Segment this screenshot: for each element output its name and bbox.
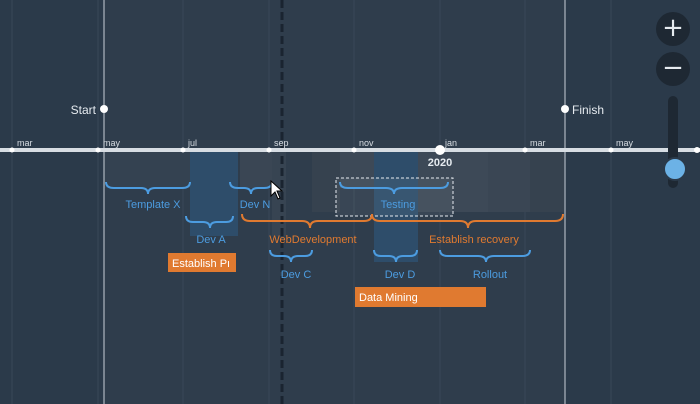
- orange-group-webdevelopment[interactable]: WebDevelopment: [241, 213, 373, 246]
- zoom-slider-track[interactable]: [668, 96, 678, 188]
- month-tick: [180, 147, 186, 153]
- task-establish[interactable]: Establish Pı: [168, 253, 236, 272]
- brace: [105, 181, 191, 195]
- brace: [269, 249, 313, 263]
- brace: [229, 181, 273, 195]
- task-bar: [168, 253, 236, 272]
- group-label: Dev N: [240, 199, 271, 211]
- bar-10: [530, 152, 564, 212]
- blue-group-dev-c[interactable]: Dev C: [269, 249, 313, 281]
- month-label: mar: [17, 138, 33, 148]
- year-dot: [435, 145, 445, 155]
- zoom-in-button[interactable]: +: [656, 12, 690, 46]
- brace: [185, 215, 234, 229]
- milestone-finish[interactable]: Finish: [561, 103, 604, 117]
- month-ticks: mar may jul sep nov jan mar may: [9, 138, 634, 153]
- month-tick: [9, 147, 15, 153]
- brace: [241, 213, 373, 229]
- month-label: jul: [187, 138, 197, 148]
- brace: [339, 181, 449, 195]
- group-label: Rollout: [473, 269, 507, 281]
- blue-group-template-x[interactable]: Template X: [105, 181, 191, 211]
- group-label: Testing: [381, 199, 416, 211]
- year-label: 2020: [428, 157, 452, 169]
- milestone-finish-dot: [561, 105, 569, 113]
- blue-group-rollout[interactable]: Rollout: [439, 249, 531, 281]
- group-label: Dev A: [196, 234, 226, 246]
- bar-1: [104, 152, 190, 188]
- blue-group-dev-a[interactable]: Dev A: [185, 215, 234, 246]
- minus-icon: −: [662, 53, 684, 83]
- bar-6: [340, 152, 374, 188]
- task-bar: [355, 287, 486, 307]
- milestone-start-dot: [100, 105, 108, 113]
- bar-5: [312, 152, 340, 212]
- month-label: nov: [359, 138, 374, 148]
- group-label: WebDevelopment: [269, 234, 356, 246]
- mouse-cursor-icon: [270, 180, 284, 200]
- group-label: Establish recovery: [429, 234, 519, 246]
- milestone-finish-label: Finish: [572, 103, 604, 117]
- brace: [371, 213, 564, 229]
- brace: [373, 249, 418, 263]
- year-marker: 2020: [428, 145, 452, 169]
- task-data-mining[interactable]: Data Mining: [355, 287, 486, 307]
- selection-box: [335, 177, 454, 217]
- month-label: may: [616, 138, 634, 148]
- month-tick: [522, 147, 528, 153]
- milestone-start-label: Start: [71, 103, 97, 117]
- zoom-slider-thumb[interactable]: [663, 157, 687, 182]
- axis-end-dot: [694, 147, 700, 153]
- month-label: may: [103, 138, 121, 148]
- blue-group-testing[interactable]: Testing: [335, 177, 454, 217]
- task-label: Establish Pı: [172, 258, 230, 270]
- month-tick: [608, 147, 614, 153]
- month-label: mar: [530, 138, 546, 148]
- milestone-start[interactable]: Start: [71, 103, 108, 117]
- month-tick: [95, 147, 101, 153]
- bar-3: [240, 152, 272, 188]
- blue-group-dev-n[interactable]: Dev N: [229, 181, 273, 211]
- bar-9: [488, 152, 530, 212]
- group-label: Dev C: [281, 269, 312, 281]
- plus-icon: +: [662, 13, 684, 43]
- task-label: Data Mining: [359, 292, 418, 304]
- month-label: sep: [274, 138, 289, 148]
- group-label: Dev D: [385, 269, 416, 281]
- group-label: Template X: [125, 199, 181, 211]
- month-label: jan: [444, 138, 457, 148]
- month-tick: [266, 147, 272, 153]
- brace: [439, 249, 531, 263]
- orange-group-establish-recovery[interactable]: Establish recovery: [371, 213, 564, 246]
- bar-7: [374, 152, 418, 262]
- zoom-out-button[interactable]: −: [656, 52, 690, 86]
- blue-group-dev-d[interactable]: Dev D: [373, 249, 418, 281]
- activity-bars: [104, 152, 564, 262]
- month-tick: [351, 147, 357, 153]
